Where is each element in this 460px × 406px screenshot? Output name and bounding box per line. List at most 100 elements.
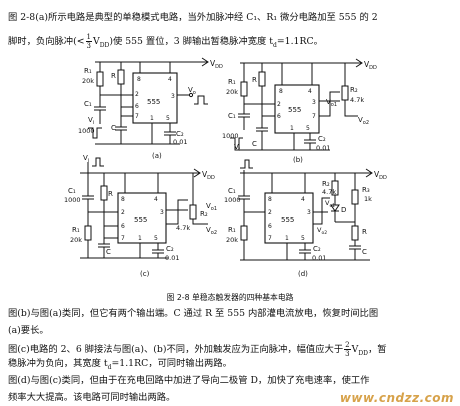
output-wires-c xyxy=(166,199,188,225)
r1-label-c: R₁ xyxy=(72,226,80,234)
p1-text: 脚时，负向脉冲(< xyxy=(8,36,85,47)
c2-label-a: C₂ xyxy=(176,130,184,138)
pin-label: 1 xyxy=(290,125,294,132)
vo1-label-c: Vo1 xyxy=(206,202,217,212)
ground-wires-a xyxy=(151,123,176,144)
vdd-label-a: VDD xyxy=(210,59,223,70)
r-resistor-c xyxy=(100,185,108,201)
pin-label: 8 xyxy=(268,196,272,203)
p1-text: =1.1RC。 xyxy=(276,36,323,47)
vdd-rail-d xyxy=(240,172,372,193)
r-resistor-d xyxy=(351,225,359,241)
pin-label: 4 xyxy=(168,76,172,83)
r2-wire-c xyxy=(192,173,208,225)
vo2-label-b: Vo2 xyxy=(358,116,369,126)
r1-value-d: 20k xyxy=(226,236,238,244)
pin-label: 3 xyxy=(307,209,311,216)
vdd-label-b: VDD xyxy=(364,60,377,71)
vo1-label-b: Vo1 xyxy=(326,98,337,108)
vdd-rail-b xyxy=(240,62,362,85)
c-capacitor-c xyxy=(98,238,110,258)
figure-label-d: (d) xyxy=(298,270,308,278)
pin-label: 6 xyxy=(277,113,281,120)
vdd-symbol: V xyxy=(92,36,100,47)
c1-label-a: C₁ xyxy=(84,100,92,108)
vdd-label-c: VDD xyxy=(202,170,215,181)
circuit-a: 555 8 4 2 6 3 7 1 5 VDD R₁ 20k R C₁ 1000… xyxy=(78,57,223,160)
vi-label-c: Vi xyxy=(83,154,89,164)
circuit-figure: 555 8 4 2 6 3 7 1 5 VDD R₁ 20k R C₁ 1000… xyxy=(64,57,387,278)
c1-capacitor-d xyxy=(238,170,265,213)
pin-label: 5 xyxy=(166,115,170,122)
vo2-label-d: Vo2 xyxy=(317,226,327,236)
pin-label: 7 xyxy=(312,113,316,120)
figure-label-b: (b) xyxy=(293,156,303,164)
c1-label-d: C₁ xyxy=(228,187,236,195)
pin-label: 2 xyxy=(135,91,139,98)
r1-label-a: R₁ xyxy=(84,67,92,75)
p3-text: =1.1RC，可同时输出两路。 xyxy=(111,358,232,369)
input-pulse-c xyxy=(92,157,104,167)
r-label-b: R xyxy=(252,76,257,84)
c2-value-b: 0.01 xyxy=(316,144,330,152)
paragraph-4-line-1: 图(d)与图(c)类同，但由于在充电回路中加进了导向二极管 D，加快了充电速率，… xyxy=(8,375,370,386)
pin-label: 8 xyxy=(121,196,125,203)
pin-label: 4 xyxy=(301,196,305,203)
ic-555-a xyxy=(132,72,178,124)
r2-wire-b xyxy=(344,63,358,117)
pin-label: 3 xyxy=(171,93,175,100)
r-c-wire-d xyxy=(349,222,361,260)
ground-wires-d xyxy=(286,243,311,260)
vo-label-a: Vo xyxy=(188,86,196,96)
pin-label: 2 xyxy=(121,209,125,216)
pin-label: 7 xyxy=(268,235,272,242)
r-resistor-a xyxy=(117,69,125,85)
c-label-c: C xyxy=(106,248,111,256)
pin-label: 7 xyxy=(135,113,139,120)
p1-text: 图 2-8(a)所示电路是典型的单稳模式电路，当外加脉冲经 C₁、R₁ 微分电路… xyxy=(8,12,378,23)
c-label-a: C xyxy=(111,124,116,132)
p1-text: )使 555 置位，3 脚输出暂稳脉冲宽度 t xyxy=(109,36,274,47)
paragraph-3-line-2: 稳脉冲为负向，其宽度 td=1.1RC，可同时输出两路。 xyxy=(8,357,454,374)
ic-label-d: 555 xyxy=(281,216,294,224)
c1-label-b: C₁ xyxy=(228,112,236,120)
pin-label: 1 xyxy=(138,235,142,242)
pin-label: 5 xyxy=(154,235,158,242)
output-wires-b xyxy=(319,91,340,117)
r-wire-b xyxy=(261,86,275,117)
ic-555-c xyxy=(117,192,167,244)
vdd-arrow-c xyxy=(193,168,201,178)
vdd-rail-a xyxy=(95,61,208,73)
r1-resistor-c xyxy=(84,225,92,241)
d-label-d: D xyxy=(341,206,346,214)
r-wire-c xyxy=(103,200,118,239)
pin-label: 7 xyxy=(121,235,125,242)
r2-value-b: 4.7k xyxy=(350,96,364,104)
ic-555-d xyxy=(264,192,314,244)
p3-text: ，暂 xyxy=(367,344,387,355)
paragraph-2-line-1: 图(b)与图(a)类同，但它有两个输出端。C 通过 R 至 555 内部灌电流放… xyxy=(8,308,379,319)
r1-value-c: 20k xyxy=(70,236,82,244)
pin-label: 1 xyxy=(285,235,289,242)
r2-label-d: R₂ xyxy=(322,180,330,188)
p3-text: 图(c)电路的 2、6 脚接法与图(a)、(b)不同，外加触发应为正向脉冲，幅值… xyxy=(8,344,344,355)
pin-label: 6 xyxy=(268,223,272,230)
ic-555-b xyxy=(274,84,320,134)
paragraph-4-line-2: 频率大大提高。该电路可同时输出两路。 xyxy=(8,392,176,403)
r1-value-a: 20k xyxy=(82,77,94,85)
figure-label-c: (c) xyxy=(140,270,150,278)
ic-label-c: 555 xyxy=(134,216,147,224)
vdd-arrow-a xyxy=(201,57,209,67)
pin-label: 8 xyxy=(137,76,141,83)
vdd-arrow-b xyxy=(355,58,363,68)
c1-value-a: 1000 xyxy=(78,127,95,135)
r1-label-b: R₁ xyxy=(228,78,236,86)
pin-label: 5 xyxy=(306,125,310,132)
circuit-c: 555 8 4 3 2 6 7 1 5 VDD Vi C₁ 1000 R₁ 20… xyxy=(64,154,217,278)
r1-resistor-a xyxy=(96,71,104,87)
frac-den: 3 xyxy=(86,42,91,50)
output-terminal-a xyxy=(188,92,194,98)
c2-label-d: C₂ xyxy=(313,245,321,253)
vdd-rail-c xyxy=(80,172,200,193)
r1-value-b: 20k xyxy=(226,88,238,96)
